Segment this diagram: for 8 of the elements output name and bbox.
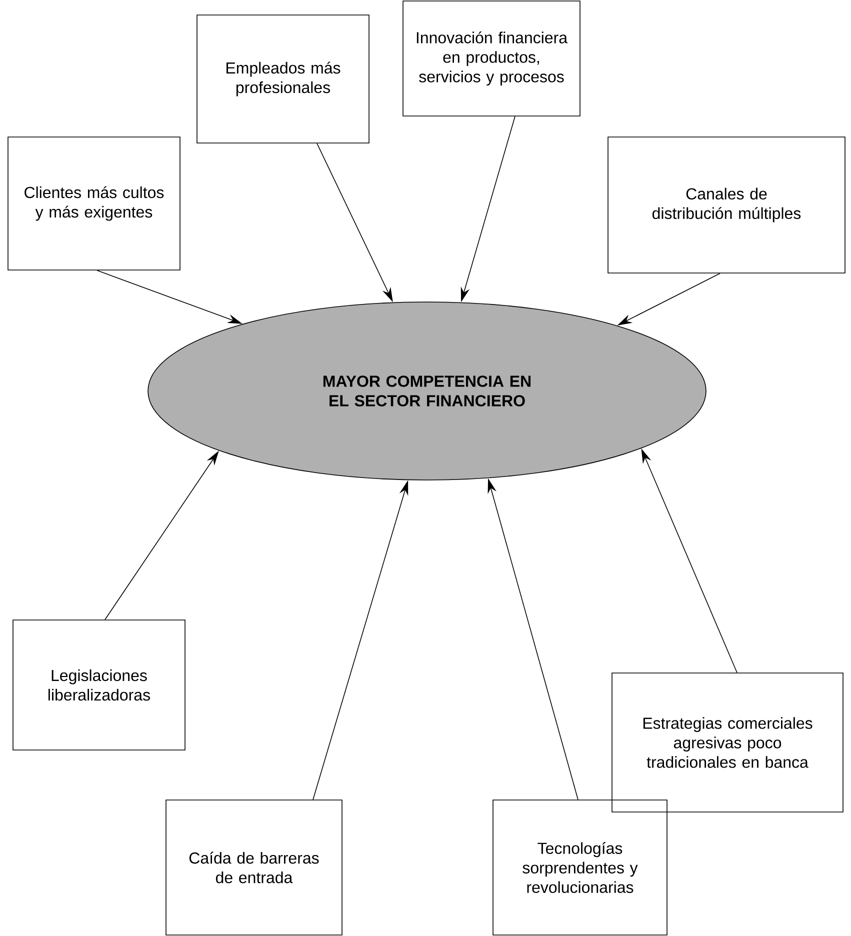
factor-box: Clientes más cultos y más exigentes	[8, 136, 180, 270]
factor-box: Canales de distribución múltiples	[608, 136, 846, 274]
factor-box: Legislaciones liberalizadoras	[12, 620, 186, 750]
factor-box: Empleados más profesionales	[196, 14, 370, 144]
factor-box: Innovación financiera en productos, servicios y procesos	[402, 0, 580, 116]
factor-box: Estrategias comerciales agresivas poco tradicionales en banca	[612, 672, 844, 812]
factor-box: Tecnologías sorprendentes y revolucionarias	[492, 800, 668, 936]
factor-box: Caída de barreras de entrada	[166, 800, 342, 936]
